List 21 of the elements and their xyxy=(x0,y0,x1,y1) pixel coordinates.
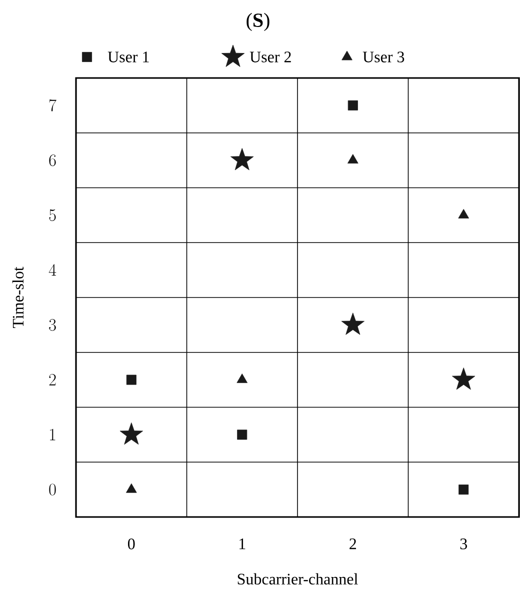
x-tick-label: 2 xyxy=(350,538,356,550)
y-tick-label: 5 xyxy=(49,209,56,222)
legend-item: User 1 xyxy=(82,52,149,62)
x-tick-label: 3 xyxy=(460,538,467,550)
y-tick-label: 6 xyxy=(49,154,56,166)
y-tick-label: 1 xyxy=(50,428,56,440)
x-axis-title: Subcarrier-channel xyxy=(238,573,358,585)
legend-label: User 1 xyxy=(108,52,149,62)
x-tick-label: 0 xyxy=(128,538,135,550)
legend-item: User 3 xyxy=(342,50,404,62)
y-tick-label: 4 xyxy=(48,264,56,276)
y-tick-label: 0 xyxy=(49,484,56,496)
x-tick-label: 1 xyxy=(240,538,246,550)
legend-item: User 2 xyxy=(221,44,291,67)
y-tick-label: 3 xyxy=(49,319,56,331)
y-axis-title: Time-slot xyxy=(12,266,24,328)
legend-label: User 2 xyxy=(250,52,291,62)
chart-title: (S) xyxy=(246,12,270,32)
y-tick-label: 2 xyxy=(49,374,56,386)
y-tick-label: 7 xyxy=(49,99,56,112)
legend-label: User 3 xyxy=(362,52,404,62)
